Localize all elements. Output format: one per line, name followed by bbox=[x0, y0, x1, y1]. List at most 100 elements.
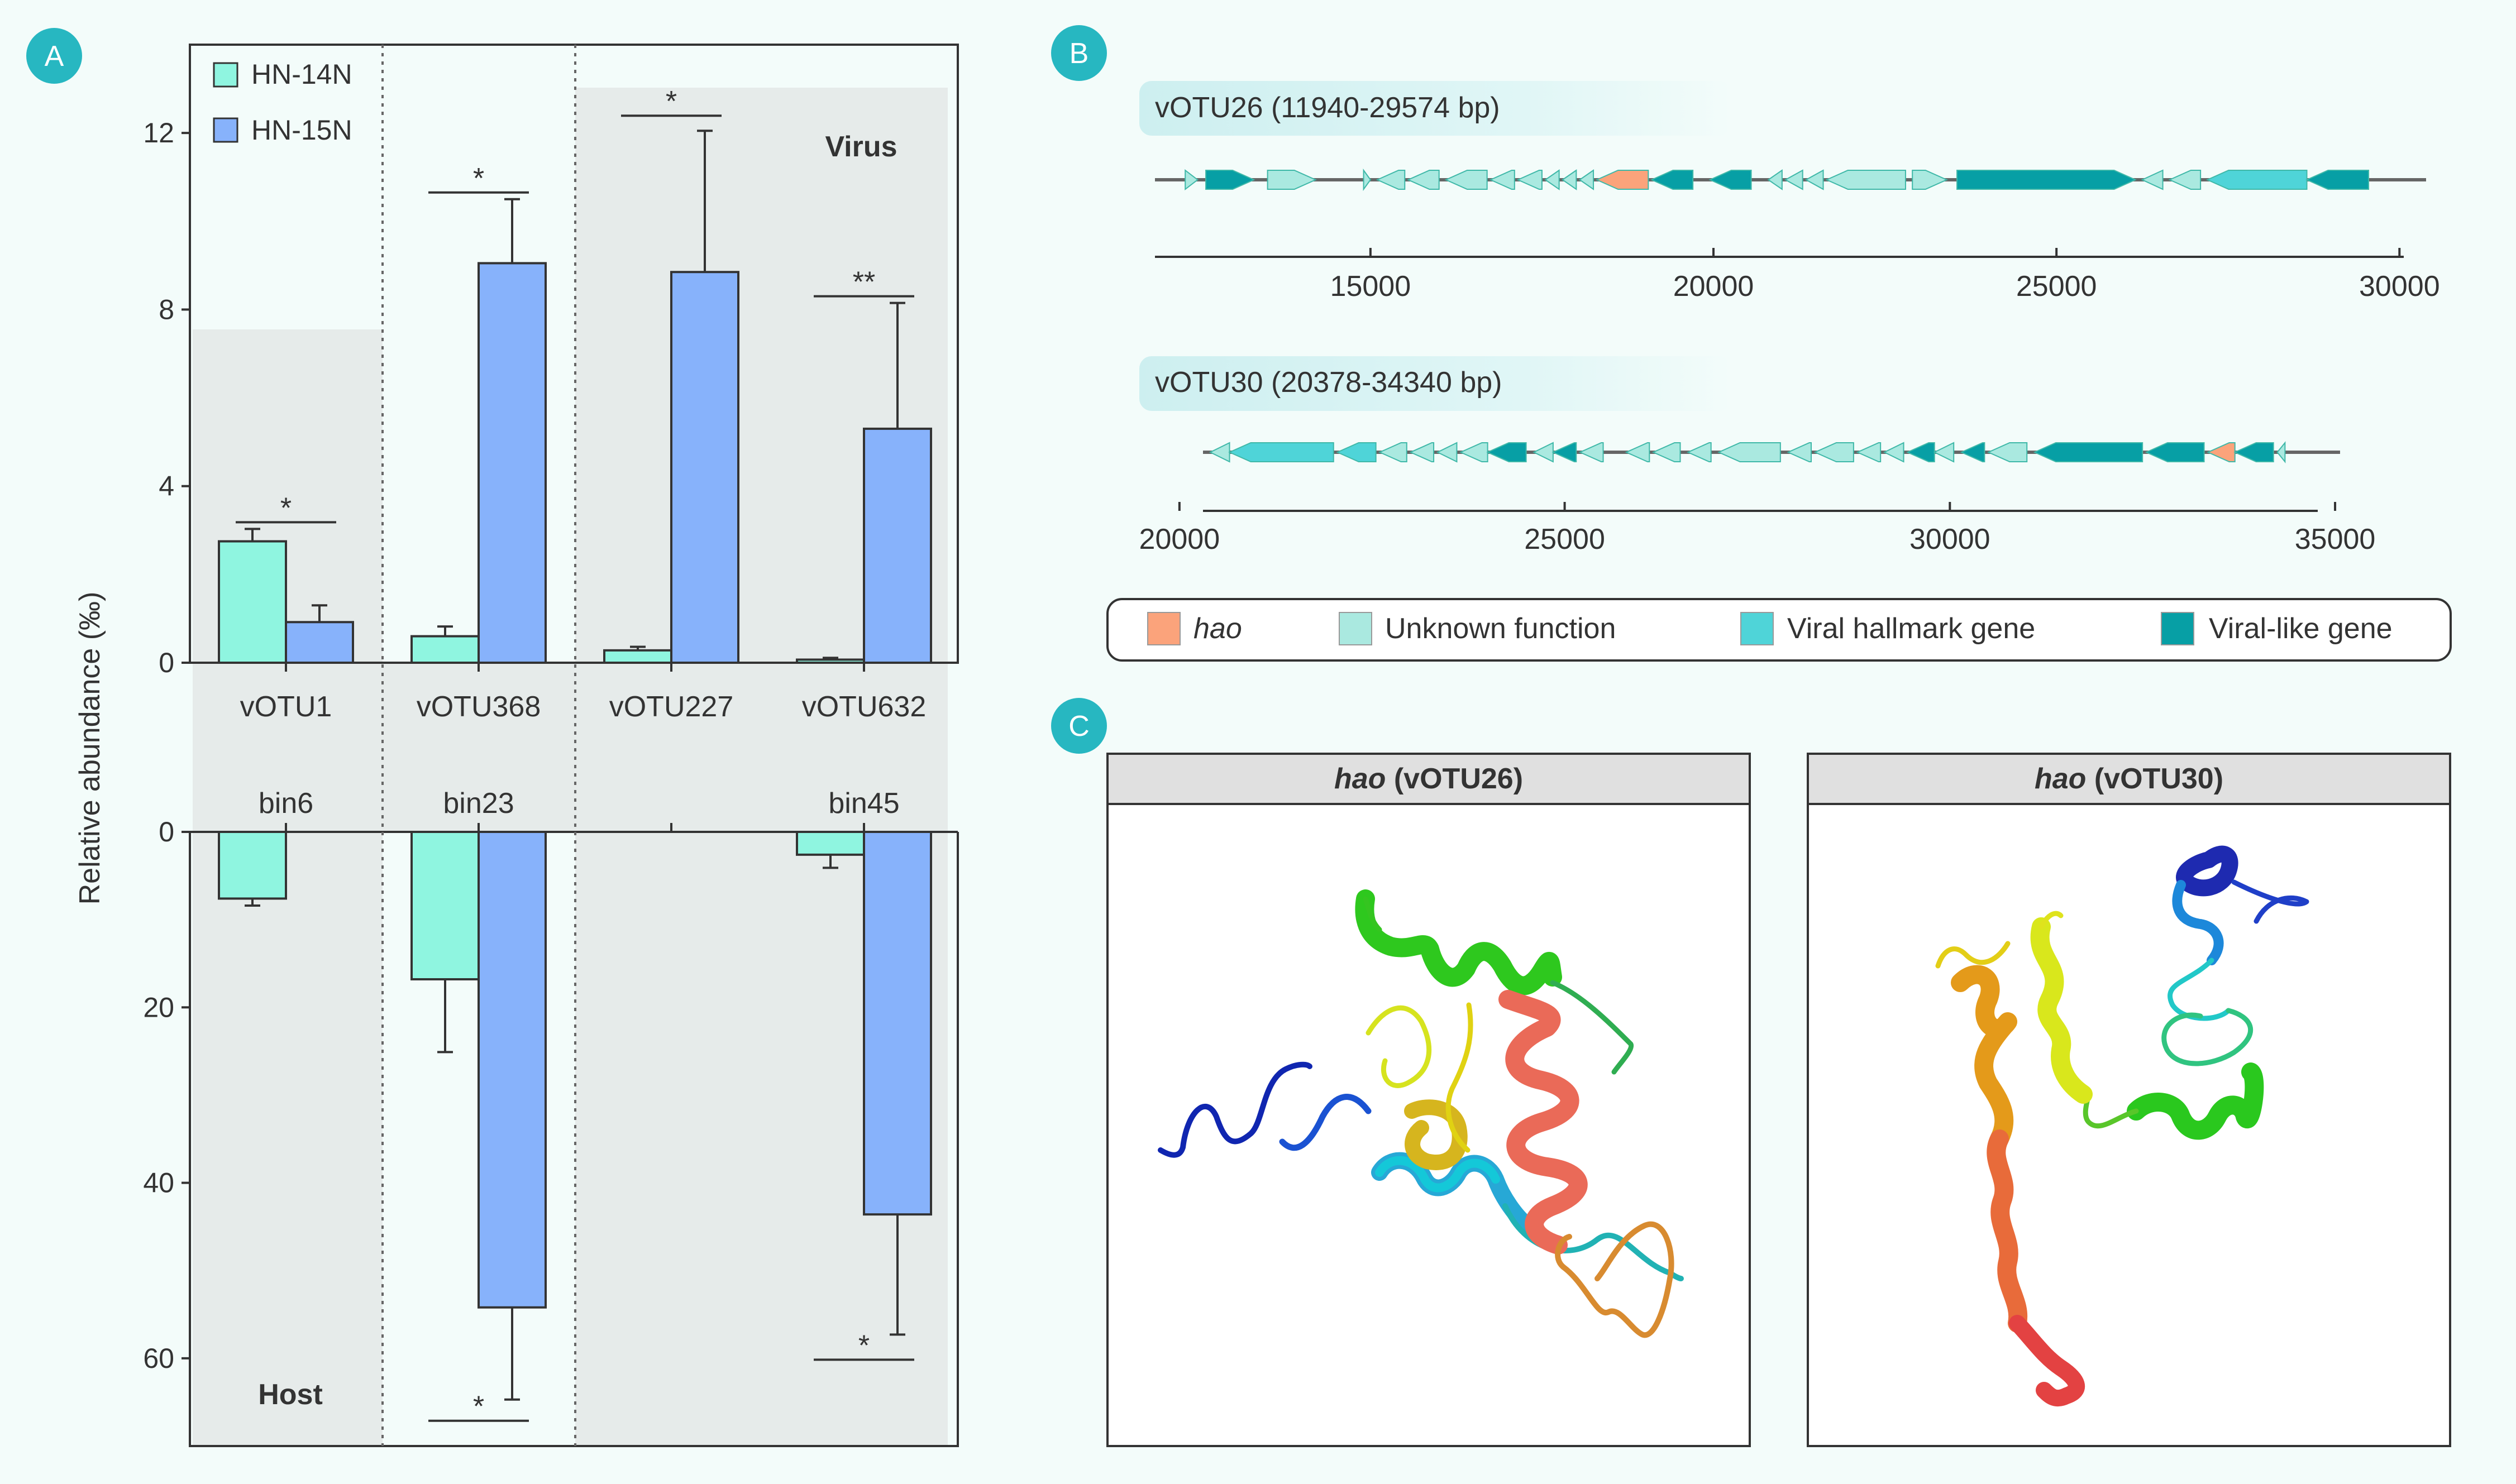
map1-gene-13 bbox=[1650, 170, 1694, 190]
map1-gene-10 bbox=[1562, 169, 1577, 190]
map1-gene-16 bbox=[1784, 169, 1803, 190]
map2-gene-10 bbox=[1578, 442, 1604, 462]
panel-a-label: A bbox=[45, 40, 64, 73]
host-plot-frame bbox=[189, 832, 959, 1447]
map1-gene-19 bbox=[1912, 170, 1949, 190]
host-y-tick-label-40: 40 bbox=[143, 1167, 174, 1199]
gene-legend-label-viral-like: Viral-like gene bbox=[2209, 612, 2393, 645]
structure-2-header bbox=[1807, 753, 2451, 805]
legend-swatch-hn15n bbox=[213, 117, 238, 143]
panel-a-badge bbox=[26, 28, 82, 84]
bar-bin6-HN-14N bbox=[218, 831, 287, 900]
map2-tick-label-25000: 25000 bbox=[1524, 523, 1605, 556]
structure-2-frame bbox=[1807, 753, 2451, 1447]
map2-gene-3 bbox=[1378, 442, 1407, 462]
map2-gene-11 bbox=[1625, 442, 1650, 462]
genome-1-title: vOTU26 (11940-29574 bp) bbox=[1155, 92, 1500, 124]
map2-gene-2 bbox=[1336, 442, 1377, 462]
virus-significance: ***** bbox=[236, 85, 914, 524]
map1-gene-4 bbox=[1376, 170, 1406, 190]
map1-tick-label-30000: 30000 bbox=[2359, 270, 2440, 303]
virus-sig-mark-vOTU632: ** bbox=[853, 266, 875, 299]
map2-gene-21 bbox=[1960, 442, 1985, 462]
map2-gene-0 bbox=[1209, 442, 1230, 463]
panel-c: C hao (vOTU26) hao (vOTU30) bbox=[1051, 698, 2451, 1447]
structure-1-header bbox=[1106, 753, 1751, 805]
map1-gene-22 bbox=[2168, 170, 2202, 190]
map2-gene-7 bbox=[1486, 442, 1527, 462]
map2-gene-24 bbox=[2145, 442, 2205, 462]
map2-gene-16 bbox=[1813, 442, 1854, 462]
shade-host-bin6 bbox=[193, 832, 383, 1446]
map2-gene-9 bbox=[1551, 442, 1577, 462]
host-significance: ** bbox=[428, 1329, 914, 1423]
virus-sig-mark-vOTU227: * bbox=[666, 85, 677, 118]
map2-gene-5 bbox=[1436, 442, 1458, 463]
bar-vOTU632-HN-15N bbox=[863, 427, 932, 664]
shade-middle-band bbox=[193, 663, 948, 832]
map2-gene-27 bbox=[2276, 441, 2286, 463]
map1-gene-9 bbox=[1544, 169, 1560, 190]
map2-gene-18 bbox=[1883, 442, 1904, 463]
map2-gene-26 bbox=[2233, 442, 2274, 462]
virus-sig-mark-vOTU368: * bbox=[473, 162, 484, 195]
map1-gene-24 bbox=[2305, 170, 2370, 190]
virus-y-tick-label-4: 4 bbox=[159, 471, 174, 502]
genome-1-title-bg bbox=[1139, 81, 1731, 136]
panel-c-label: C bbox=[1068, 710, 1090, 743]
panel-c-badge bbox=[1051, 698, 1107, 754]
legend-label-hn15n: HN-15N bbox=[251, 114, 352, 146]
panel-b-badge bbox=[1051, 25, 1107, 81]
y-axis-label: Relative abundance (‰) bbox=[74, 592, 106, 905]
virus-annotation: Virus bbox=[825, 131, 897, 163]
map1-gene-12 bbox=[1595, 170, 1649, 190]
host-category-bin6: bin6 bbox=[259, 787, 313, 820]
gene-legend-label-unknown: Unknown function bbox=[1385, 612, 1616, 645]
virus-y-tick-label-8: 8 bbox=[159, 294, 174, 325]
map1-gene-15 bbox=[1767, 169, 1783, 190]
map2-gene-17 bbox=[1856, 442, 1882, 462]
map2-gene-20 bbox=[1933, 442, 1955, 463]
bar-vOTU632-HN-14N bbox=[796, 658, 865, 664]
bar-bin23-HN-14N bbox=[410, 831, 480, 980]
map1-gene-21 bbox=[2141, 169, 2164, 190]
map1-gene-1 bbox=[1205, 170, 1255, 190]
map2-tick-label-35000: 35000 bbox=[2295, 523, 2376, 556]
map1-gene-6 bbox=[1444, 170, 1488, 190]
map1-gene-0 bbox=[1185, 169, 1199, 191]
map2-gene-19 bbox=[1906, 442, 1935, 462]
map1-tick-label-15000: 15000 bbox=[1330, 270, 1411, 303]
gene-legend-label-hallmark: Viral hallmark gene bbox=[1787, 612, 2035, 645]
gene-legend-label-hao: hao bbox=[1193, 612, 1242, 645]
bar-bin45-HN-14N bbox=[796, 831, 865, 856]
map1-gene-11 bbox=[1578, 169, 1594, 190]
virus-category-vOTU632: vOTU632 bbox=[802, 691, 927, 723]
bar-vOTU227-HN-15N bbox=[670, 271, 739, 664]
host-category-bin23: bin23 bbox=[443, 787, 514, 820]
map1-gene-7 bbox=[1489, 170, 1515, 190]
map2-gene-15 bbox=[1787, 442, 1812, 462]
map1-tick-label-20000: 20000 bbox=[1673, 270, 1754, 303]
virus-plot-frame bbox=[189, 44, 959, 664]
virus-bars bbox=[218, 130, 932, 664]
protein-structure-2 bbox=[1935, 845, 2309, 1407]
gene-legend-swatch-unknown bbox=[1339, 612, 1372, 645]
host-sig-mark-bin23: * bbox=[473, 1391, 484, 1423]
virus-category-vOTU368: vOTU368 bbox=[417, 691, 541, 723]
virus-y-tick-label-0: 0 bbox=[159, 647, 174, 678]
bar-bin45-HN-15N bbox=[863, 831, 932, 1216]
map2-gene-14 bbox=[1717, 442, 1781, 462]
bar-vOTU368-HN-15N bbox=[478, 262, 547, 664]
genome-2-title-bg bbox=[1139, 356, 1731, 411]
gene-legend-box bbox=[1106, 598, 2452, 662]
structure-2-title: hao (vOTU30) bbox=[2035, 763, 2223, 795]
bar-vOTU227-HN-14N bbox=[603, 649, 672, 664]
panel-b-label: B bbox=[1070, 37, 1089, 70]
bar-legend: HN-14N HN-15N bbox=[213, 59, 352, 146]
bar-vOTU1-HN-14N bbox=[218, 540, 287, 664]
map1-gene-23 bbox=[2205, 170, 2308, 190]
